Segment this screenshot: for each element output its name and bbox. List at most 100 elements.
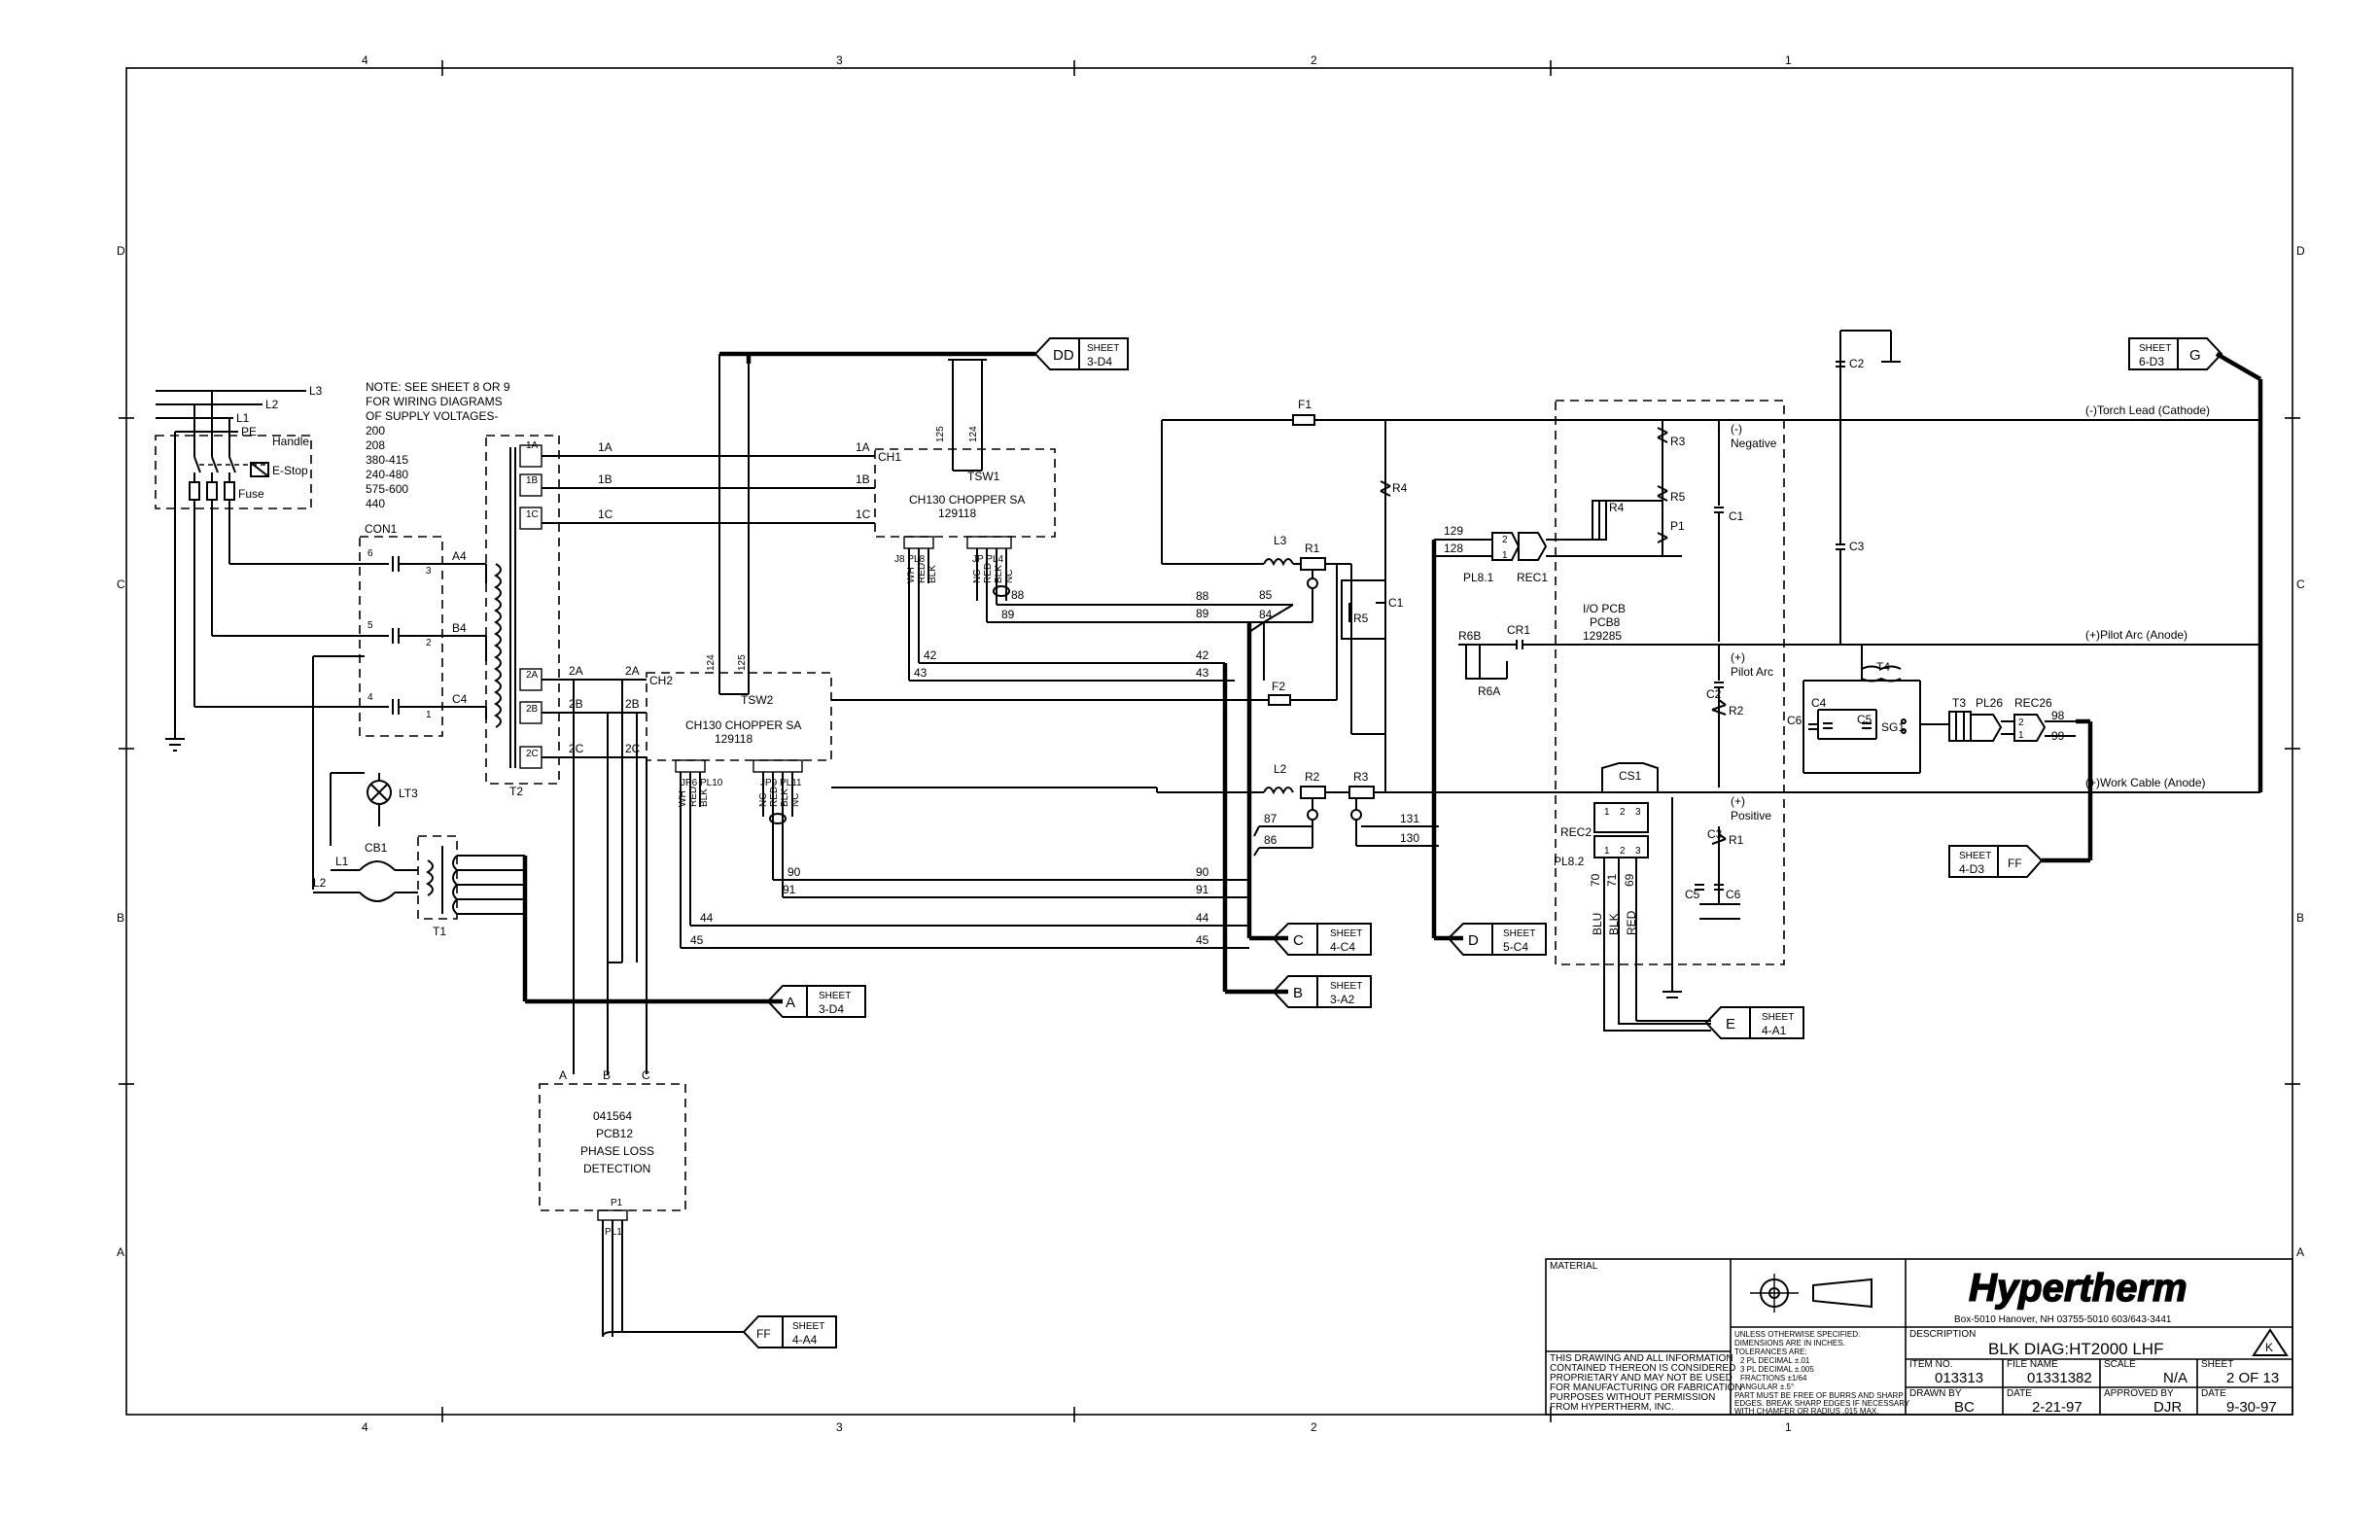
- chopper1-output-wires: 88 89 88 89 42 43 42 43: [909, 588, 1293, 682]
- tolerance-line: FRACTIONS ±1/64: [1740, 1374, 1807, 1382]
- pcb-c1-label: C1: [1729, 509, 1744, 523]
- row-label: A: [2296, 1245, 2304, 1259]
- dd-cable: [719, 351, 1035, 364]
- column-label: 1: [1785, 1420, 1792, 1434]
- cs-pin: 3: [1635, 846, 1641, 857]
- offpage-ref-a: A SHEET 3-D4: [766, 985, 866, 1018]
- wire-label: 44: [1196, 911, 1209, 925]
- connector-wire: BLK: [994, 565, 1004, 583]
- connector-label: JP PL4: [972, 554, 1003, 565]
- lt3-label: LT3: [399, 787, 418, 800]
- pcb-p1-label: P1: [1670, 519, 1685, 533]
- ref-letter: FF: [2008, 857, 2022, 870]
- ref-sheet: SHEET: [1330, 981, 1362, 992]
- wire-label: 70: [1589, 873, 1602, 887]
- ref-location: 3-D4: [1087, 355, 1112, 368]
- connector-wire: BLK: [699, 788, 710, 807]
- wire-label: 91: [783, 883, 796, 896]
- chopper2-output-wires: 90 91 90 91 44 45 44 45: [681, 865, 1249, 949]
- con1-pin: 4: [368, 692, 373, 703]
- offpage-ref-b: B SHEET 3-A2: [1272, 975, 1372, 1008]
- ref-sheet: SHEET: [1330, 928, 1362, 939]
- wire-label: 131: [1400, 812, 1419, 825]
- ref-location: 3-D4: [819, 1002, 844, 1016]
- wire-label: 130: [1400, 831, 1419, 845]
- cable-b-bundle: [1222, 663, 1288, 995]
- offpage-ref-d: D SHEET 5-C4: [1447, 923, 1547, 956]
- wire-label: 42: [924, 648, 937, 662]
- pcb12-input: C: [642, 1068, 650, 1082]
- ch1-name: CH130 CHOPPER SA: [909, 493, 1025, 507]
- tolerance-line: WITH CHAMFER OR RADIUS .015 MAX.: [1734, 1407, 1878, 1416]
- line-l1-label: L1: [236, 411, 250, 425]
- pcb12-input: A: [559, 1068, 567, 1082]
- drawn-by-value: BC: [1954, 1399, 1975, 1416]
- connector-label: JP9 PL11: [760, 778, 802, 788]
- approved-by-label: APPROVED BY: [2104, 1388, 2174, 1399]
- tolerance-line: TOLERANCES ARE:: [1734, 1348, 1807, 1356]
- f1-label: F1: [1298, 398, 1312, 411]
- cable-d-bundle: 129 128: [1431, 524, 1492, 941]
- rec1-label: REC1: [1517, 571, 1548, 584]
- wire-label: 2B: [625, 697, 640, 711]
- wire-c4-label: C4: [452, 692, 468, 706]
- wire-label: 43: [1196, 666, 1209, 680]
- ref-letter: E: [1726, 1016, 1735, 1032]
- con1-label: CON1: [365, 522, 398, 536]
- ref-sheet: SHEET: [1503, 928, 1535, 939]
- wire-label: 98: [2051, 709, 2065, 722]
- hf-section: C2 C3 T4 C6 C4 C5 SG1 T3 PL26 REC26 2 1 …: [1787, 330, 2206, 789]
- ref-sheet: SHEET: [2139, 343, 2171, 354]
- offpage-ref-ff-top: SHEET 4-D3 FF: [1948, 845, 2044, 878]
- drawn-by-label: DRAWN BY: [1909, 1388, 1962, 1399]
- brand-logo: Hypertherm: [1969, 1267, 2188, 1310]
- scale-label: SCALE: [2104, 1359, 2136, 1370]
- connector-label: JP6 PL10: [681, 778, 723, 788]
- sheet-label: SHEET: [2201, 1359, 2233, 1370]
- material-label: MATERIAL: [1550, 1261, 1598, 1272]
- ref-letter: D: [1468, 932, 1479, 949]
- ref-location: 4-A1: [1762, 1024, 1787, 1037]
- pcb12-line: PCB12: [596, 1127, 633, 1140]
- row-label: D: [117, 244, 125, 258]
- wire-label: 89: [1001, 608, 1015, 621]
- wire-label: 1C: [856, 508, 871, 521]
- cs-pin: 1: [1604, 807, 1610, 818]
- auxiliary-section: LT3 CB1 L1 L2 T1: [312, 655, 526, 992]
- ch2-part: 129118: [715, 732, 752, 746]
- ref-location: 3-A2: [1330, 993, 1355, 1006]
- con1-block: CON1 6 3 5 2 4 1 A4 B4 C4: [359, 522, 487, 737]
- connector-wire: NC: [972, 570, 983, 583]
- tolerance-line: EDGES. BREAK SHARP EDGES IF NECESSARY: [1734, 1399, 1910, 1408]
- note-line: 380-415: [366, 453, 408, 467]
- t2-tap: 1C: [526, 509, 539, 520]
- cable-color: BLU: [1591, 913, 1604, 935]
- t2-label: T2: [509, 785, 523, 798]
- chopper2-feed-wires: 2A 2B 2C 2A 2B 2C: [542, 664, 648, 1074]
- file-name-label: FILE NAME: [2007, 1359, 2058, 1370]
- note-line: FOR WIRING DIAGRAMS: [366, 395, 503, 408]
- row-label: A: [117, 1245, 124, 1259]
- note-line: OF SUPPLY VOLTAGES-: [366, 409, 498, 423]
- handle-label: Handle: [272, 435, 309, 448]
- tolerance-line: 3 PL DECIMAL ±.005: [1740, 1365, 1814, 1374]
- pcb12-line: DETECTION: [583, 1162, 650, 1175]
- cs-pin: 3: [1635, 807, 1641, 818]
- t2-tap: 1B: [526, 475, 539, 486]
- note-line: 575-600: [366, 482, 408, 496]
- estop-label: E-Stop: [272, 464, 308, 477]
- connector-wire: RED: [769, 787, 780, 807]
- cable-ff-lower: [602, 1331, 744, 1338]
- wire-label: 86: [1264, 833, 1278, 847]
- ref-letter: B: [1293, 985, 1303, 1001]
- connector-wire: BLK: [780, 788, 790, 807]
- note-line: 200: [366, 424, 385, 438]
- note-line: 240-480: [366, 468, 408, 481]
- chopper2-block: CH2 CH130 CHOPPER SA 129118 TSW2 124 125…: [646, 354, 832, 948]
- con1-pin: 2: [426, 638, 432, 648]
- wire-label: 88: [1196, 589, 1209, 603]
- offpage-ref-e: E SHEET 4-A1: [1704, 1006, 1804, 1039]
- line-l2-label: L2: [265, 398, 279, 411]
- wire-label: 45: [690, 933, 704, 947]
